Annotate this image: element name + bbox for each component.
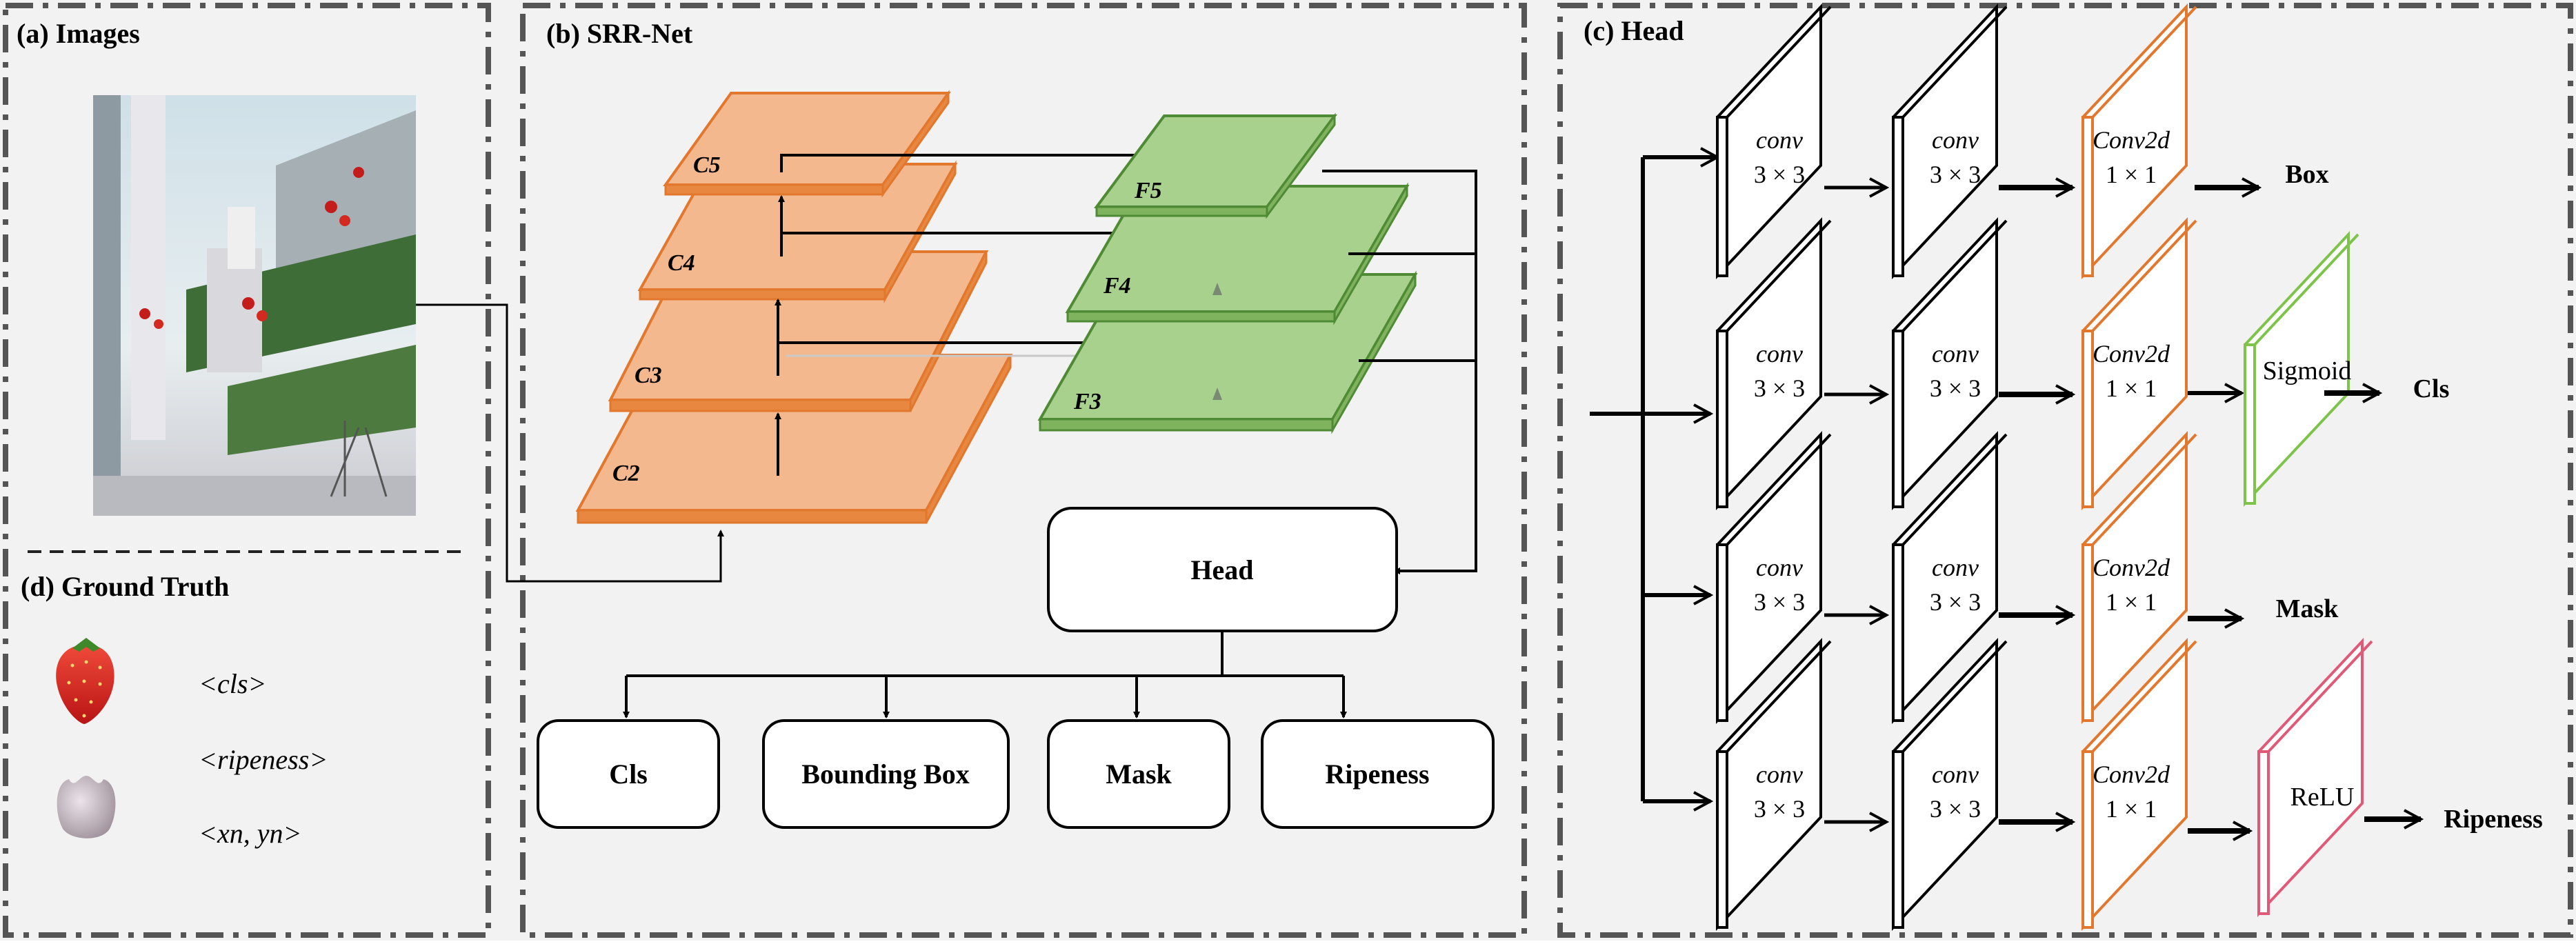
relu-block [2257, 637, 2373, 918]
output-label-bbox: Bounding Box [801, 759, 969, 790]
conv-b-size-row2: 3 × 3 [1930, 588, 1981, 616]
panel-border-head [1557, 3, 2573, 938]
conv2d-word-row1: Conv2d [2093, 340, 2170, 368]
ripeness-tag: <ripeness> [199, 744, 328, 775]
conv-a-word-row1: conv [1756, 340, 1803, 368]
conv-a-word-row2: conv [1756, 554, 1803, 581]
output-box-cls [537, 719, 720, 829]
photo-to-backbone-arrow [416, 303, 724, 583]
output-box-ripeness [1261, 719, 1495, 829]
conv-a-word-row0: conv [1756, 126, 1803, 154]
conv-b-word-row3: conv [1932, 761, 1979, 788]
conv-a-size-row0: 3 × 3 [1754, 161, 1805, 188]
conv2d-size-row3: 1 × 1 [2106, 795, 2157, 823]
backbone-c5 [663, 90, 951, 198]
head-trunk-branches [1643, 157, 1717, 801]
label-c4: C4 [668, 250, 695, 276]
conv-b-size-row3: 3 × 3 [1930, 795, 1981, 823]
label-c2: C2 [612, 461, 640, 486]
conv-a-size-row3: 3 × 3 [1754, 795, 1805, 823]
conv-a-row0 [1716, 3, 1832, 280]
conv-a-row1 [1716, 217, 1832, 511]
conv2d-row0 [2081, 3, 2197, 280]
conv-a-word-row3: conv [1756, 761, 1803, 788]
conv2d-size-row1: 1 × 1 [2106, 374, 2157, 402]
conv-b-row1 [1892, 217, 2008, 511]
conv2d-size-row2: 1 × 1 [2106, 588, 2157, 616]
conv2d-word-row0: Conv2d [2093, 126, 2170, 154]
sigmoid-label: Sigmoid [2263, 356, 2352, 385]
head-output-cls: Cls [2413, 374, 2450, 403]
panel-border-srrnet [520, 3, 1527, 938]
fpn-to-head-lines [1322, 170, 1477, 574]
conv-b-row0 [1892, 3, 2008, 280]
panel-borders [3, 3, 2573, 938]
head-output-mask: Mask [2276, 594, 2339, 623]
coords-tag: <xn, yn> [199, 818, 302, 849]
label-f4: F4 [1103, 273, 1131, 299]
conv-b-word-row2: conv [1932, 554, 1979, 581]
conv2d-word-row3: Conv2d [2093, 761, 2170, 788]
head-input-trunk [1590, 157, 1645, 801]
srrnet-head-label: Head [1190, 554, 1253, 585]
label-f5: F5 [1134, 178, 1162, 203]
conv2d-word-row2: Conv2d [2093, 554, 2170, 581]
relu-label: ReLU [2290, 783, 2355, 812]
output-box-bbox [762, 719, 1010, 829]
panel-title-ground-truth: (d) Ground Truth [21, 571, 229, 602]
conv-a-size-row2: 3 × 3 [1754, 588, 1805, 616]
conv2d-row2 [2081, 430, 2197, 725]
panel-title-images: (a) Images [17, 18, 140, 49]
conv-a-size-row1: 3 × 3 [1754, 374, 1805, 402]
panel-title-head: (c) Head [1584, 15, 1684, 46]
topdown-arrows [1212, 283, 1222, 400]
panel-border-images [3, 3, 491, 938]
sigmoid-block [2244, 230, 2359, 508]
output-label-cls: Cls [609, 759, 648, 790]
label-c5: C5 [693, 152, 721, 178]
head-output-box: Box [2285, 160, 2328, 189]
panel-title-srrnet: (b) SRR-Net [546, 18, 693, 49]
conv2d-row1 [2081, 217, 2197, 511]
head-output-ripeness: Ripeness [2444, 805, 2543, 834]
conv-a-row2 [1716, 430, 1832, 725]
conv-b-size-row0: 3 × 3 [1930, 161, 1981, 188]
cls-tag: <cls> [199, 668, 266, 699]
fpn-f5 [1094, 112, 1337, 219]
conv-b-word-row1: conv [1932, 340, 1979, 368]
output-label-ripeness: Ripeness [1325, 759, 1429, 790]
output-label-mask: Mask [1106, 759, 1172, 790]
conv-b-size-row1: 3 × 3 [1930, 374, 1981, 402]
greenhouse-photo [93, 95, 416, 516]
conv-b-row2 [1892, 430, 2008, 725]
ripeness-mask-icon [57, 776, 116, 838]
strawberry-icon [56, 638, 114, 724]
output-box-mask [1047, 719, 1230, 829]
conv-a-row3 [1716, 637, 1832, 932]
conv-b-word-row0: conv [1932, 126, 1979, 154]
head-layer-group: conv 3 × 3 conv 3 × 3 Conv2d 1 × 1 conv 3 × 3 co… [1716, 3, 2543, 932]
conv2d-size-row0: 1 × 1 [2106, 161, 2157, 188]
conv2d-row3 [2081, 637, 2197, 932]
label-f3: F3 [1073, 389, 1101, 414]
head-to-outputs-lines [623, 631, 1347, 719]
label-c3: C3 [635, 363, 662, 388]
conv-b-row3 [1892, 637, 2008, 932]
